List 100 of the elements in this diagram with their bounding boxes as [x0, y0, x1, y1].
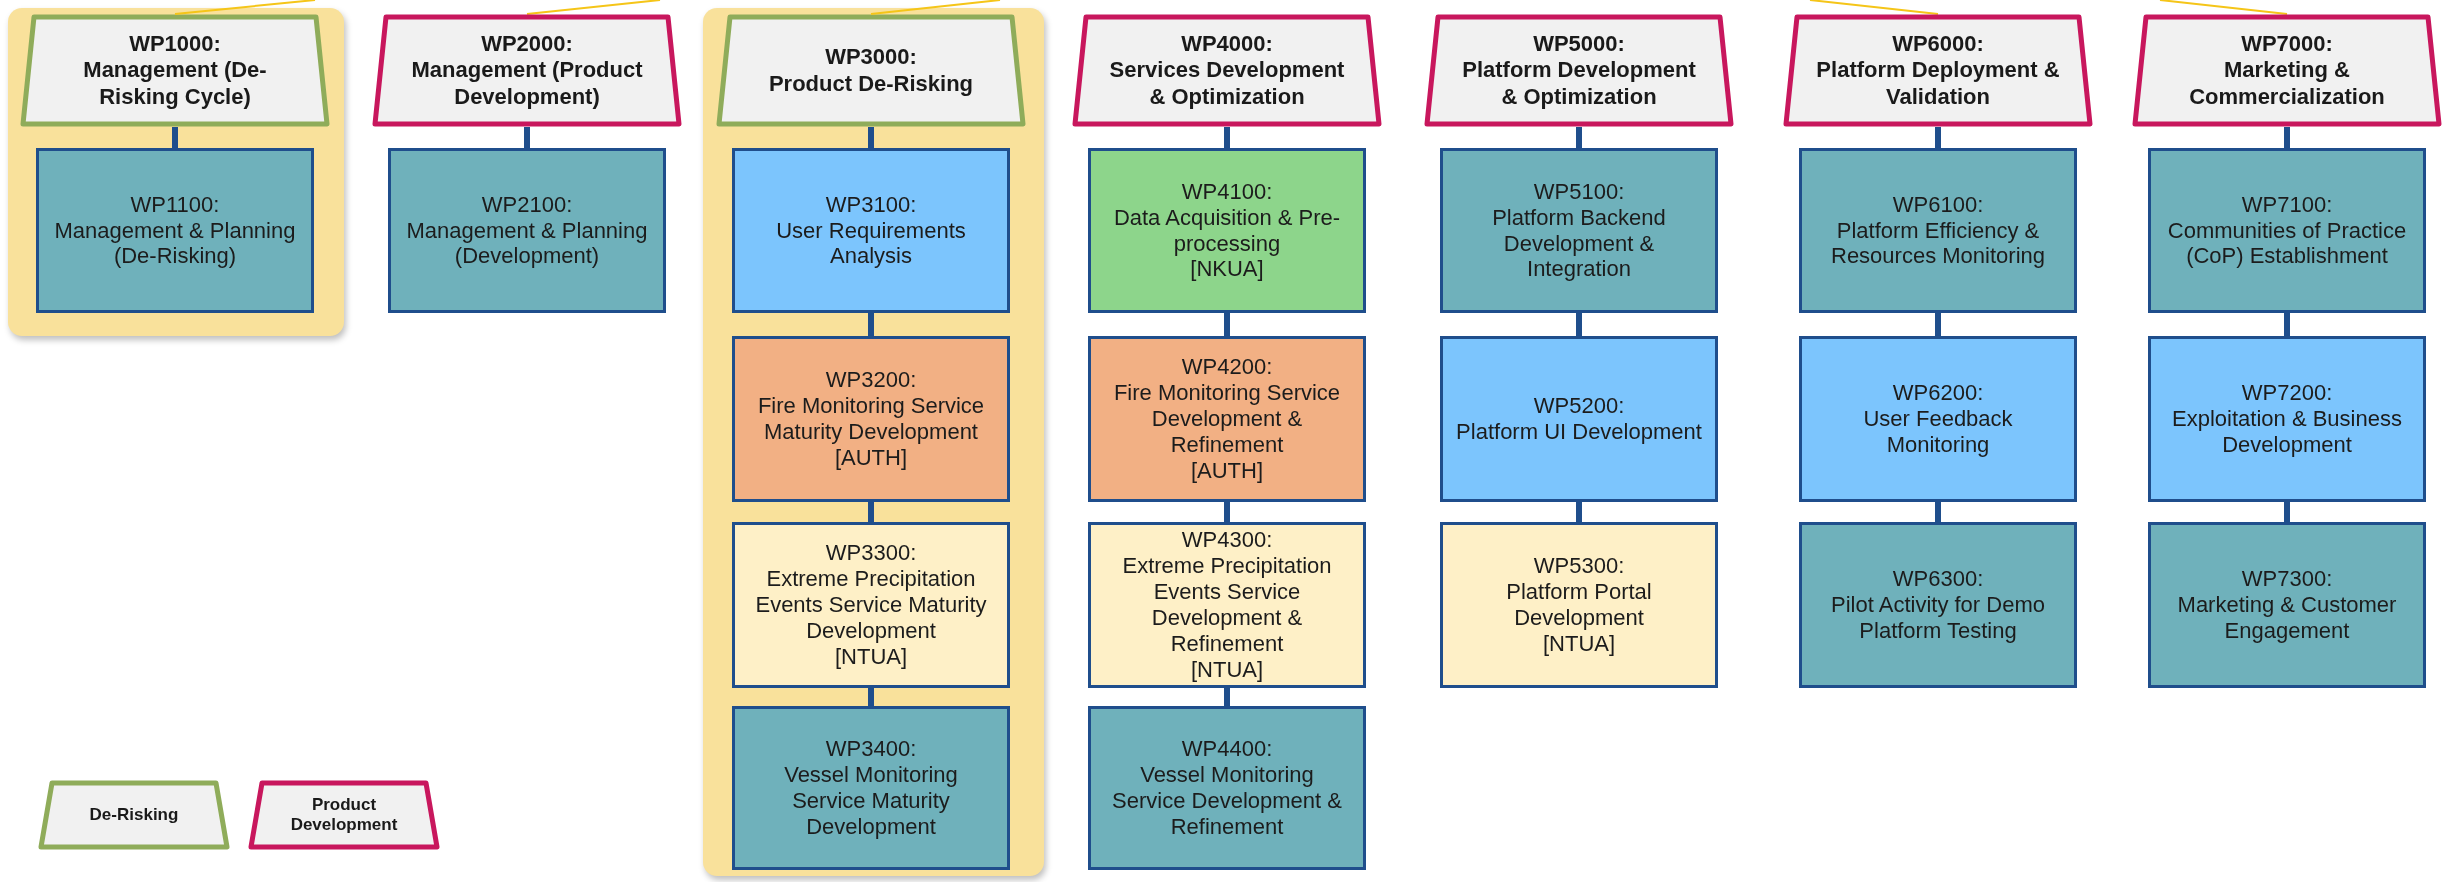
- wp-title: Marketing & Customer Engagement: [2176, 592, 2398, 644]
- wp-number: WP6100:: [1892, 191, 1984, 218]
- wp-title: Communities of Practice (CoP) Establishment: [2166, 217, 2408, 270]
- wp-number: WP2000:: [481, 30, 573, 58]
- work-package-box: [36, 148, 314, 313]
- wp-title: Exploitation & Business Development: [2171, 406, 2403, 458]
- wp-title: User Feedback Monitoring: [1862, 406, 2014, 458]
- work-package-box: [1440, 148, 1718, 313]
- wp-number: WP5100:: [1533, 178, 1625, 205]
- wp-number: WP3400:: [825, 736, 917, 763]
- connector-line: [868, 313, 874, 336]
- work-package-box: [1799, 148, 2077, 313]
- wp-number: WP3300:: [825, 540, 917, 567]
- work-package-box: [1440, 522, 1718, 688]
- wp-title: Marketing & Commercialization: [2188, 57, 2386, 111]
- wp-number: WP1000:: [129, 30, 221, 58]
- wp-title: Vessel Monitoring Service Maturity Development: [783, 762, 959, 840]
- partner-label: [NTUA]: [1190, 656, 1264, 683]
- connector-line: [524, 127, 530, 148]
- work-package-box: [388, 148, 666, 313]
- work-package-box: [1440, 336, 1718, 502]
- wp-title: Extreme Precipitation Events Service Maturity Development: [754, 566, 988, 644]
- wp-title: Management (De-Risking Cycle): [82, 57, 268, 111]
- work-package-box: [1088, 522, 1366, 688]
- wp-number: WP3100:: [825, 191, 917, 218]
- wp-title: Vessel Monitoring Service Development & Refinement: [1111, 762, 1343, 840]
- wp-number: WP6200:: [1892, 380, 1984, 406]
- wp-number: WP5000:: [1533, 30, 1625, 58]
- connector-line: [1224, 313, 1230, 336]
- connector-line: [1935, 127, 1941, 148]
- partner-label: [AUTH]: [834, 444, 908, 471]
- wp-title: Management & Planning (De-Risking): [53, 217, 297, 270]
- connector-line: [868, 127, 874, 148]
- connector-line: [174, 0, 316, 15]
- work-package-box: [732, 522, 1010, 688]
- connector-line: [870, 0, 1001, 15]
- wp-number: WP3200:: [825, 367, 917, 394]
- work-package-box: [2148, 522, 2426, 688]
- connector-line: [2284, 127, 2290, 148]
- work-package-box: [1088, 706, 1366, 870]
- wp-number: WP4400:: [1181, 736, 1273, 763]
- wp-title: Management (Product Development): [410, 57, 644, 111]
- group-band: [703, 8, 1044, 876]
- wp-title: Management & Planning (Development): [405, 217, 649, 270]
- connector-line: [2159, 0, 2288, 15]
- connector-line: [1224, 688, 1230, 706]
- wp-number: WP5300:: [1533, 553, 1625, 580]
- wp-number: WP7000:: [2241, 30, 2333, 58]
- wp-title: Fire Monitoring Service Development & Refinement: [1112, 380, 1342, 458]
- wp-number: WP4000:: [1181, 30, 1273, 58]
- connector-line: [1576, 502, 1582, 522]
- wp-title: Platform Deployment & Validation: [1815, 57, 2061, 111]
- connector-line: [1576, 313, 1582, 336]
- partner-label: [NTUA]: [1542, 630, 1616, 657]
- wp-number: WP7200:: [2241, 380, 2333, 406]
- work-package-box: [2148, 336, 2426, 502]
- wp-title: Product De-Risking: [768, 70, 974, 97]
- wp-number: WP4300:: [1181, 527, 1273, 554]
- wp-title: Platform UI Development: [1456, 419, 1702, 445]
- connector-line: [1224, 502, 1230, 522]
- partner-label: [AUTH]: [1190, 457, 1264, 484]
- partner-label: [NTUA]: [834, 643, 908, 670]
- connector-line: [1809, 0, 1939, 15]
- connector-line: [1935, 313, 1941, 336]
- wp-number: WP6300:: [1892, 566, 1984, 592]
- wp-title: Platform Backend Development & Integration: [1491, 204, 1667, 283]
- connector-line: [1224, 127, 1230, 148]
- work-package-box: [732, 336, 1010, 502]
- wp-number: WP3000:: [825, 44, 917, 71]
- wp-title: Platform Portal Development: [1505, 579, 1653, 631]
- work-package-box: [1799, 522, 2077, 688]
- wp-title: Extreme Precipitation Events Service Development & Refinement: [1121, 553, 1333, 657]
- wp-number: WP6000:: [1892, 30, 1984, 58]
- connector-line: [526, 0, 661, 15]
- connector-line: [2284, 502, 2290, 522]
- wp-title: Platform Development & Optimization: [1461, 57, 1697, 111]
- partner-label: [NKUA]: [1190, 256, 1264, 283]
- work-package-box: [2148, 148, 2426, 313]
- work-package-box: [1088, 336, 1366, 502]
- wp-number: WP5200:: [1533, 393, 1625, 419]
- legend-label: De-Risking: [89, 804, 179, 826]
- connector-line: [868, 688, 874, 706]
- wp-number: WP7100:: [2241, 191, 2333, 218]
- work-package-box: [1799, 336, 2077, 502]
- group-band: [8, 8, 344, 336]
- connector-line: [1935, 502, 1941, 522]
- wp-title: Fire Monitoring Service Maturity Development: [756, 393, 986, 445]
- connector-line: [1576, 127, 1582, 148]
- connector-line: [2284, 313, 2290, 336]
- wp-number: WP1100:: [130, 191, 220, 218]
- work-package-box: [732, 148, 1010, 313]
- wp-title: Platform Efficiency & Resources Monitoring: [1830, 217, 2046, 270]
- wp-number: WP2100:: [481, 191, 573, 218]
- wp-title: Services Development & Optimization: [1108, 57, 1346, 111]
- wp-number: WP4200:: [1181, 354, 1273, 381]
- wp-number: WP7300:: [2241, 566, 2333, 592]
- wp-title: Pilot Activity for Demo Platform Testing: [1830, 592, 2046, 644]
- work-package-box: [732, 706, 1010, 870]
- connector-line: [172, 127, 178, 148]
- connector-line: [868, 502, 874, 522]
